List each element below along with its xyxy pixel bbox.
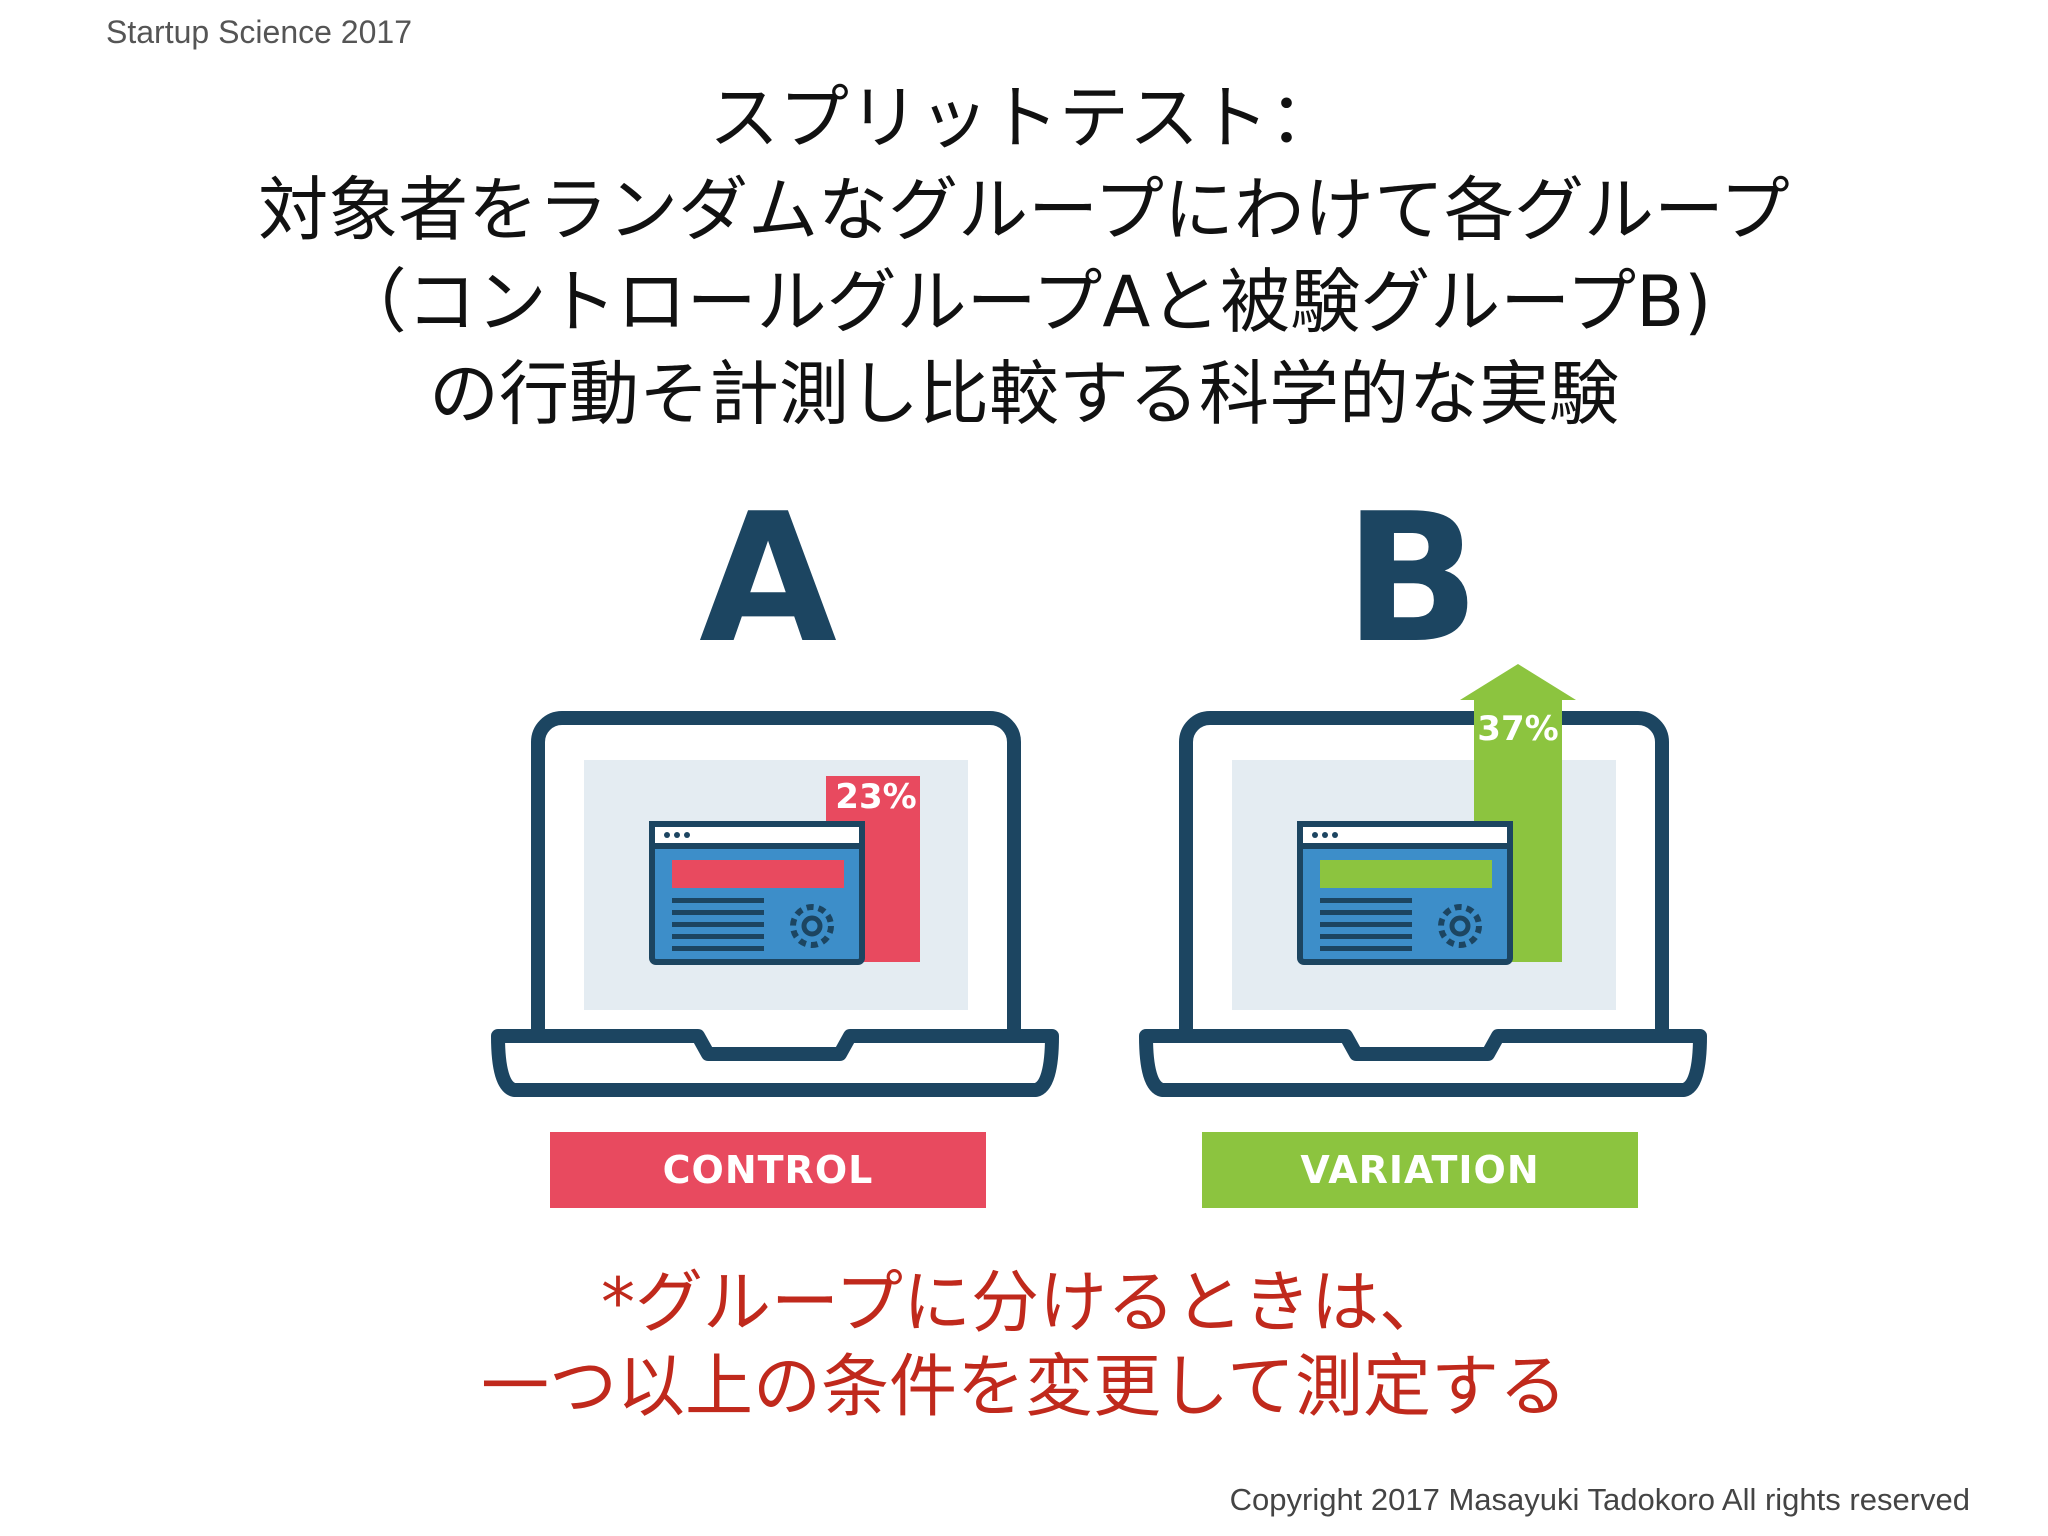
copyright: Copyright 2017 Masayuki Tadokoro All rig… <box>1229 1482 1970 1517</box>
variation-percent: 37% <box>1477 709 1558 749</box>
title-line-1: スプリットテスト： <box>709 77 1339 159</box>
letter-b: B <box>1344 475 1480 682</box>
letter-a: A <box>699 475 837 682</box>
note-text: *グループに分けるときは、 一つ以上の条件を変更して測定する <box>0 1262 2048 1430</box>
note-line-2: 一つ以上の条件を変更して測定する <box>481 1348 1567 1427</box>
control-group: A 23% <box>491 475 1059 1097</box>
title-line-4: の行動そ計測し比較する科学的な実験 <box>429 353 1619 435</box>
control-percent: 23% <box>835 777 916 817</box>
title-line-2: 対象者をランダムなグループにわけて各グループ <box>258 169 1790 251</box>
slide-title: スプリットテスト： 対象者をランダムなグループにわけて各グループ （コントロール… <box>0 72 2048 440</box>
control-label: CONTROL <box>550 1132 986 1208</box>
title-line-3: （コントロールグループAと被験グループB) <box>336 261 1712 343</box>
header-label: Startup Science 2017 <box>106 14 412 50</box>
variation-label: VARIATION <box>1202 1132 1638 1208</box>
variation-browser-window-icon <box>1297 821 1513 965</box>
variation-group: B 37% <box>1139 475 1707 1097</box>
note-line-1: *グループに分けるときは、 <box>601 1264 1447 1343</box>
control-browser-window-icon <box>649 821 865 965</box>
